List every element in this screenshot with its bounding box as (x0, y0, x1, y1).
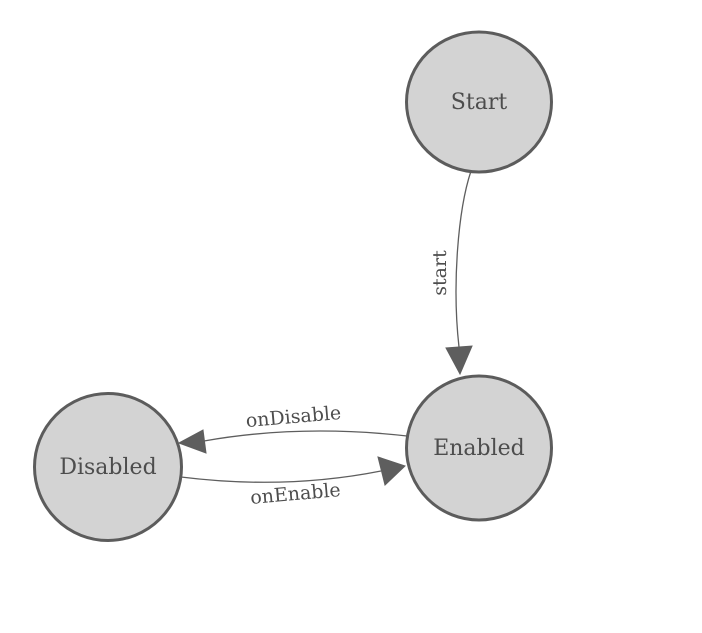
state-circle-disabled (33, 392, 183, 542)
edge-label-onenable: onEnable (249, 479, 341, 509)
arrowhead-enabled-to-disabled (177, 429, 207, 454)
edge-label-ondisable: onDisable (245, 402, 342, 432)
edge-line-enabled-to-disabled (203, 430, 408, 442)
state-node-disabled: Disabled (33, 392, 183, 542)
edge-line-disabled-to-enabled (180, 470, 382, 483)
arrowhead-start-to-enabled (445, 345, 473, 376)
edge-start-to-enabled: start (429, 170, 473, 376)
state-node-start: Start (405, 30, 553, 174)
state-circle-start (405, 30, 553, 174)
state-label-disabled: Disabled (59, 455, 156, 480)
state-circle-enabled (405, 374, 553, 522)
state-node-enabled: Enabled (405, 374, 553, 522)
state-label-start: Start (451, 90, 508, 115)
state-label-enabled: Enabled (433, 436, 525, 461)
edge-label-start: start (429, 250, 451, 296)
edge-line-start-to-enabled (455, 170, 472, 348)
edge-enabled-to-disabled: onDisable (177, 402, 408, 454)
arrowhead-disabled-to-enabled (377, 456, 406, 486)
edge-disabled-to-enabled: onEnable (180, 456, 406, 509)
